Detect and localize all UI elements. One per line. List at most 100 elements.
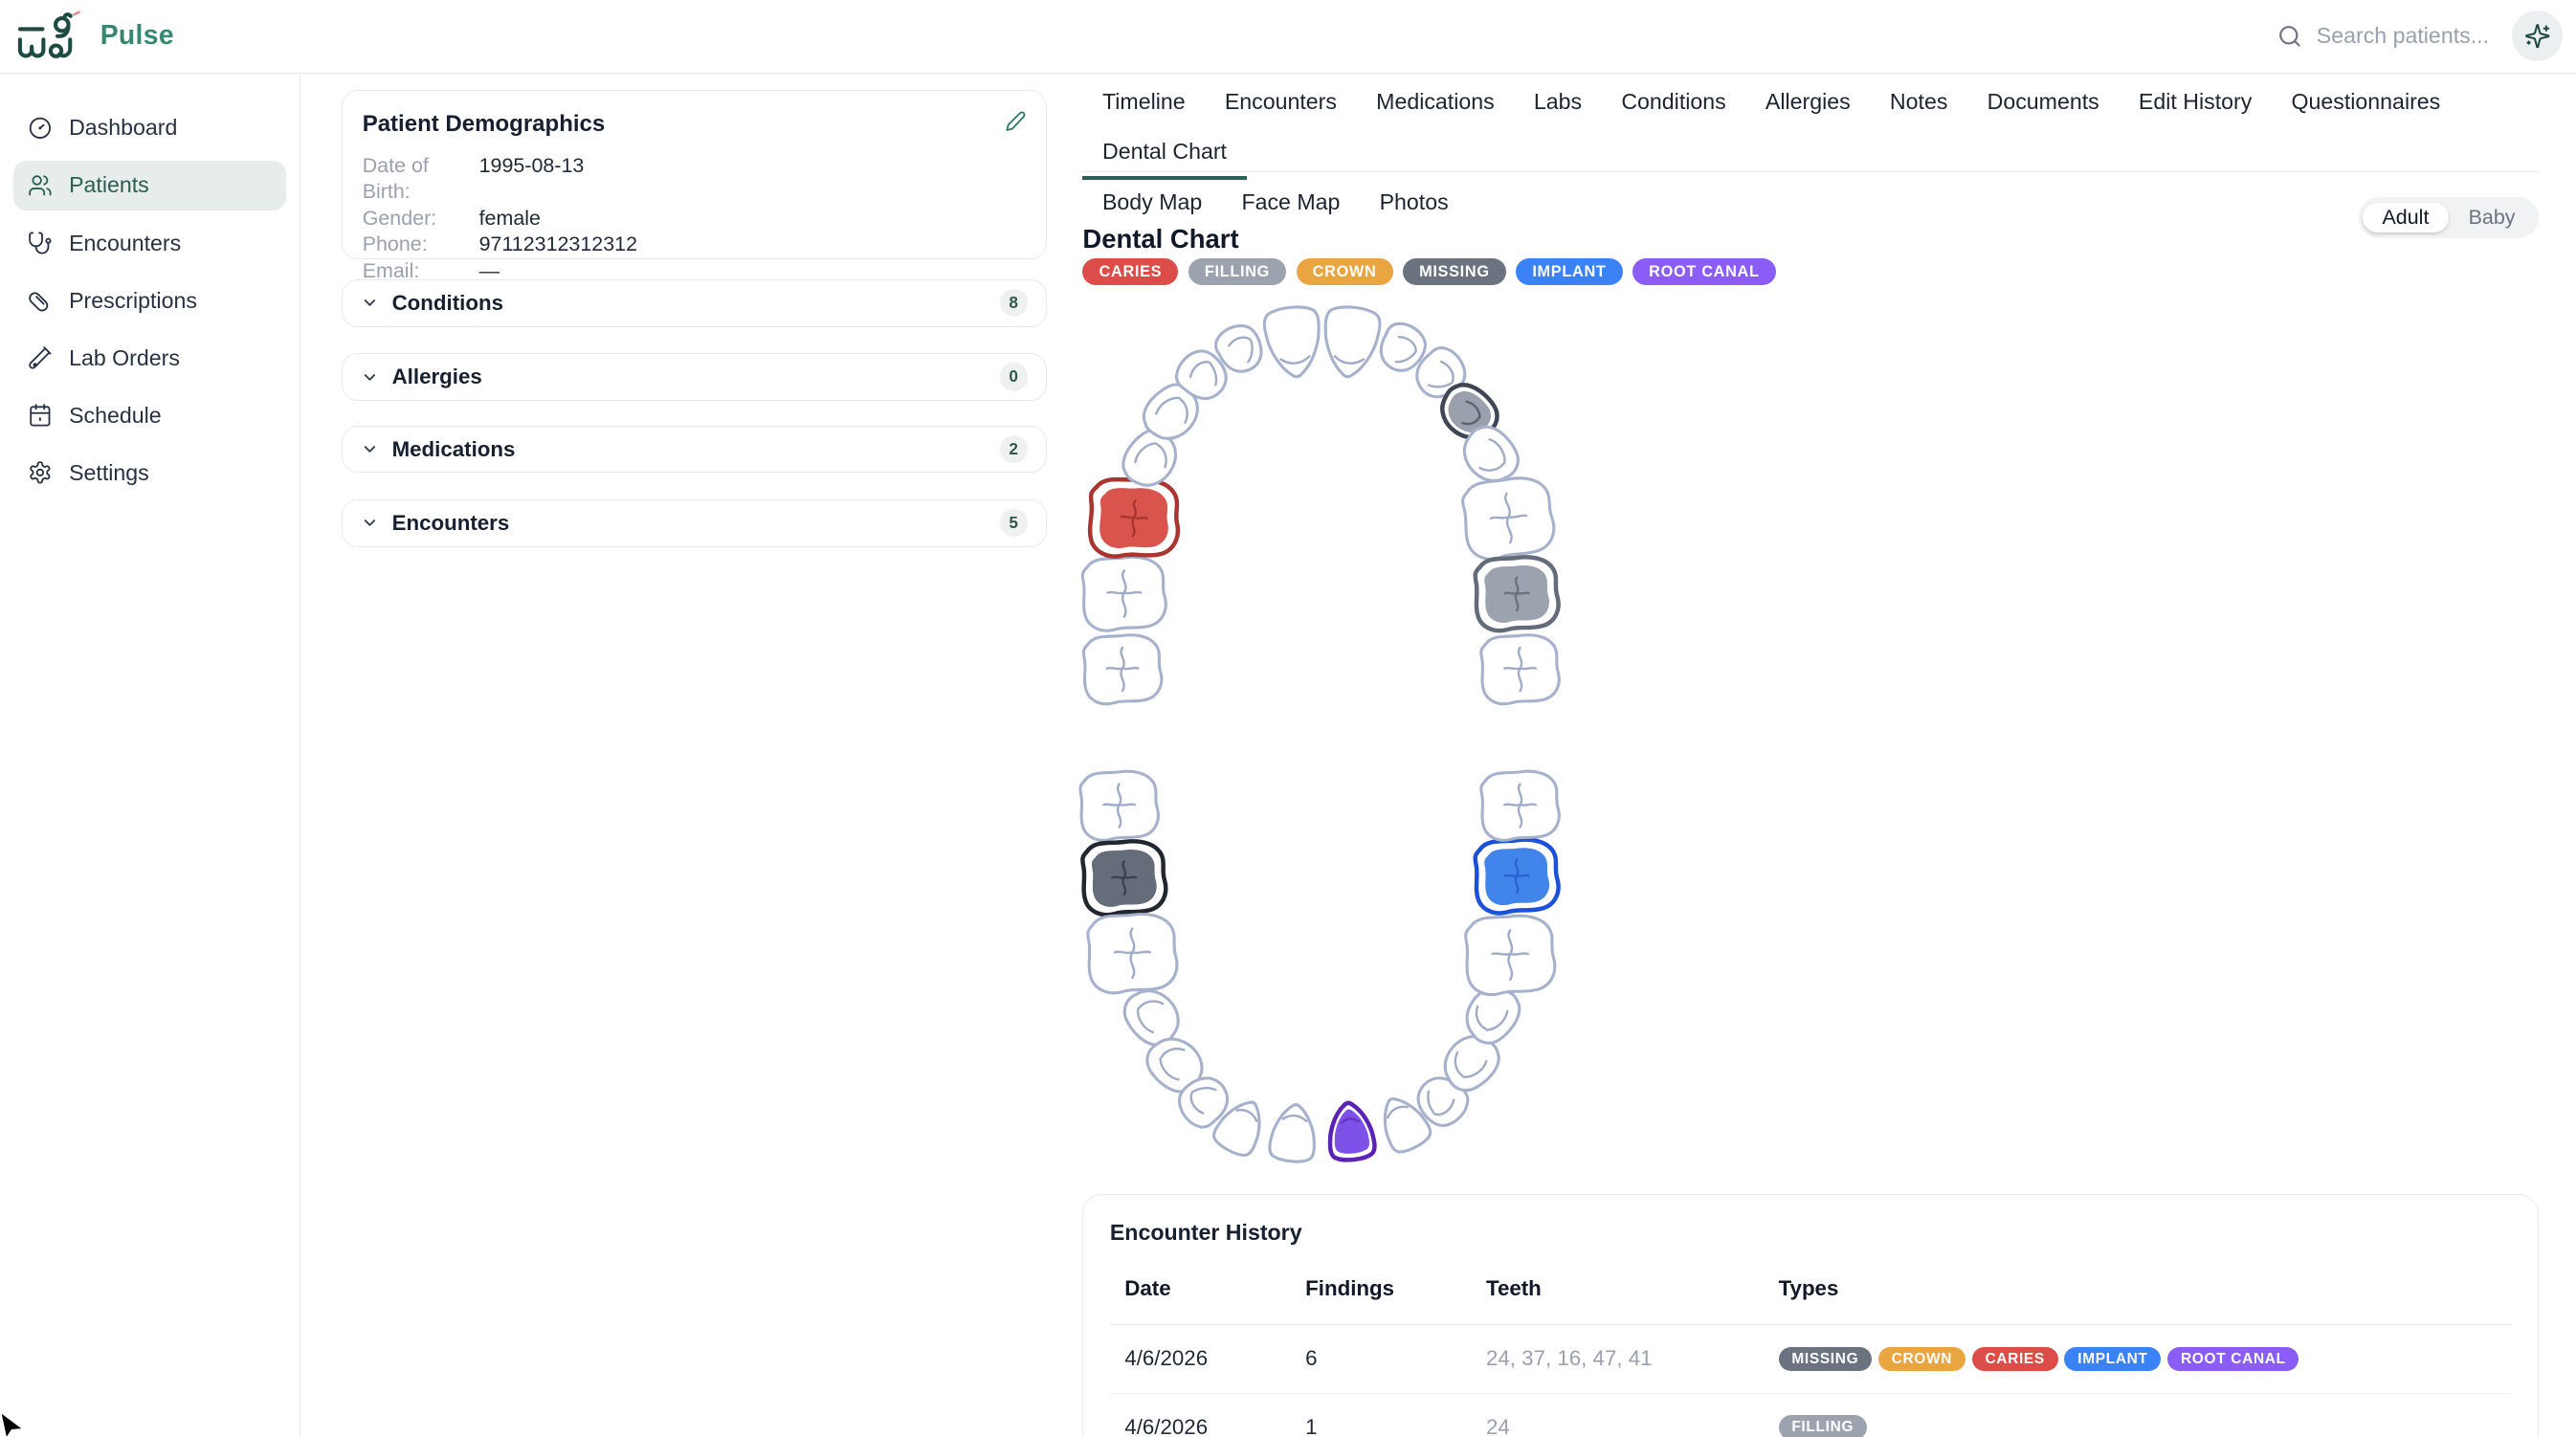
tooth-26[interactable] bbox=[1461, 475, 1556, 561]
tooth-22[interactable] bbox=[1372, 318, 1431, 378]
tab-edit-history[interactable]: Edit History bbox=[2138, 88, 2253, 114]
demographic-field: Date of Birth:1995-08-13 bbox=[363, 153, 1026, 206]
tab-questionnaires[interactable]: Questionnaires bbox=[2291, 88, 2441, 114]
tooth-38[interactable] bbox=[1480, 771, 1558, 840]
section-label: Allergies bbox=[391, 365, 482, 388]
tooth-18[interactable] bbox=[1083, 635, 1161, 704]
cell-date: 4/6/2026 bbox=[1124, 1414, 1209, 1437]
sidebar-item-lab-orders[interactable]: Lab Orders bbox=[13, 333, 287, 383]
tab-medications[interactable]: Medications bbox=[1376, 88, 1495, 114]
dentition-toggle[interactable]: Adult Baby bbox=[2359, 197, 2539, 238]
column-header-types: Types bbox=[1778, 1276, 1839, 1301]
cell-date: 4/6/2026 bbox=[1124, 1346, 1209, 1371]
type-badge-caries: CARIES bbox=[1971, 1346, 2058, 1372]
cell-findings: 6 bbox=[1305, 1346, 1318, 1371]
tooth-23[interactable] bbox=[1408, 342, 1473, 407]
tooth-43[interactable] bbox=[1170, 1069, 1235, 1134]
chevron-down-icon bbox=[364, 520, 376, 527]
encounter-history-title: Encounter History bbox=[1109, 1219, 1302, 1245]
tooth-28[interactable] bbox=[1480, 635, 1558, 704]
section-label: Medications bbox=[391, 436, 516, 461]
demographic-field: Email:— bbox=[363, 258, 1026, 284]
patient-tabs: Timeline Encounters Medications Labs Conditi… bbox=[1082, 78, 2538, 230]
tooth-46[interactable] bbox=[1087, 915, 1176, 993]
chevron-down-icon bbox=[364, 299, 376, 307]
pill-icon bbox=[29, 292, 49, 312]
section-label: Conditions bbox=[391, 290, 503, 315]
type-badge-crown: CROWN bbox=[1877, 1346, 1965, 1372]
sidebar-item-prescriptions[interactable]: Prescriptions bbox=[13, 276, 287, 325]
sidebar-item-encounters[interactable]: Encounters bbox=[13, 218, 287, 268]
field-value: 1995-08-13 bbox=[478, 153, 585, 177]
ai-assistant-button[interactable] bbox=[2512, 11, 2564, 62]
tab-encounters[interactable]: Encounters bbox=[1224, 88, 1337, 114]
tab-photos[interactable]: Photos bbox=[1379, 188, 1449, 214]
tooth-48[interactable] bbox=[1079, 771, 1157, 840]
section-count-badge: 8 bbox=[999, 289, 1028, 318]
tooth-27[interactable] bbox=[1475, 557, 1558, 630]
mouse-cursor bbox=[1, 1414, 22, 1437]
tooth-33[interactable] bbox=[1409, 1069, 1474, 1134]
tooth-32[interactable] bbox=[1371, 1090, 1433, 1157]
tooth-42[interactable] bbox=[1210, 1093, 1272, 1160]
sidebar-item-settings[interactable]: Settings bbox=[13, 449, 287, 498]
legend-badge-implant: IMPLANT bbox=[1516, 257, 1623, 285]
tooth-11[interactable] bbox=[1262, 304, 1323, 379]
sidebar-item-label: Prescriptions bbox=[69, 287, 197, 313]
tooth-17[interactable] bbox=[1082, 557, 1166, 630]
tab-notes[interactable]: Notes bbox=[1889, 88, 1948, 114]
test-tube-icon bbox=[29, 346, 52, 369]
tab-dental-chart[interactable]: Dental Chart bbox=[1082, 129, 1247, 180]
tooth-41[interactable] bbox=[1325, 1100, 1375, 1161]
tab-timeline[interactable]: Timeline bbox=[1101, 88, 1186, 114]
tooth-14[interactable] bbox=[1134, 376, 1208, 449]
sidebar-item-schedule[interactable]: Schedule bbox=[13, 391, 287, 441]
tab-labs[interactable]: Labs bbox=[1533, 88, 1583, 114]
tooth-15[interactable] bbox=[1114, 422, 1187, 496]
tooth-16[interactable] bbox=[1086, 475, 1181, 561]
section-medications[interactable]: Medications 2 bbox=[342, 425, 1047, 474]
sidebar-item-dashboard[interactable]: Dashboard bbox=[13, 103, 287, 153]
edit-demographics-button[interactable] bbox=[1005, 111, 1026, 138]
tooth-45[interactable] bbox=[1116, 980, 1188, 1053]
tooth-21[interactable] bbox=[1320, 304, 1381, 379]
demographic-field: Phone:97112312312312 bbox=[363, 232, 1026, 257]
tab-documents[interactable]: Documents bbox=[1987, 88, 2099, 114]
tab-face-map[interactable]: Face Map bbox=[1241, 188, 1341, 214]
sidebar-item-label: Settings bbox=[69, 459, 149, 485]
gauge-icon bbox=[29, 117, 52, 139]
tooth-24[interactable] bbox=[1432, 376, 1505, 449]
tooth-31[interactable] bbox=[1268, 1102, 1318, 1163]
section-conditions[interactable]: Conditions 8 bbox=[342, 278, 1047, 327]
tooth-12[interactable] bbox=[1210, 319, 1269, 379]
tooth-36[interactable] bbox=[1465, 916, 1554, 994]
dental-arches bbox=[1077, 296, 1602, 1215]
tab-conditions[interactable]: Conditions bbox=[1621, 88, 1726, 114]
tab-body-map[interactable]: Body Map bbox=[1101, 188, 1203, 214]
type-badge-root-canal: ROOT CANAL bbox=[2167, 1346, 2299, 1372]
toggle-option-adult[interactable]: Adult bbox=[2362, 202, 2449, 233]
brand[interactable]: Pulse bbox=[0, 10, 174, 62]
legend-badge-caries: CARIES bbox=[1082, 257, 1179, 285]
toggle-option-baby[interactable]: Baby bbox=[2468, 205, 2516, 229]
search-input[interactable]: Search patients... bbox=[2277, 23, 2489, 49]
tooth-37[interactable] bbox=[1475, 840, 1558, 914]
tab-allergies[interactable]: Allergies bbox=[1765, 88, 1851, 114]
tooth-13[interactable] bbox=[1169, 343, 1234, 408]
chevron-down-icon bbox=[364, 446, 376, 453]
section-label: Encounters bbox=[391, 510, 510, 535]
sparkles-icon bbox=[2525, 24, 2550, 49]
legend-badge-root-canal: ROOT CANAL bbox=[1632, 257, 1776, 285]
tooth-47[interactable] bbox=[1082, 841, 1166, 915]
sidebar-item-patients[interactable]: Patients bbox=[12, 161, 287, 210]
top-bar: Pulse Search patients... bbox=[0, 0, 2576, 74]
cell-teeth: 24 bbox=[1485, 1414, 1510, 1437]
section-count-badge: 2 bbox=[999, 434, 1028, 464]
